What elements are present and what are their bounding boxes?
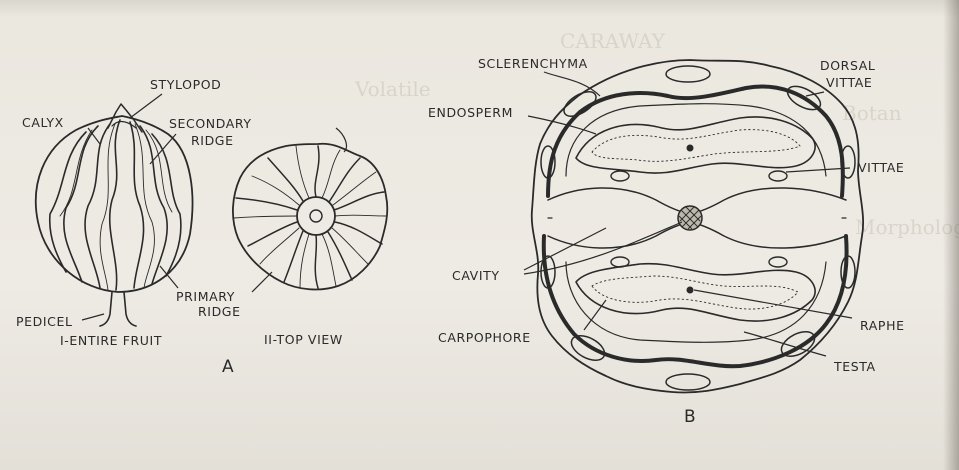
pedicel-stalk (100, 292, 136, 326)
label-vittae: VITTAE (858, 160, 904, 175)
fruit-ridges (50, 120, 181, 290)
label-sclerenchyma: SCLERENCHYMA (478, 56, 588, 71)
top-view-center-ring (297, 197, 335, 235)
label-dorsal-vittae-line1: DORSAL (820, 58, 875, 73)
caption-top-view: II-TOP VIEW (264, 332, 343, 347)
top-view-center (310, 210, 322, 222)
sclerenchyma-upper (548, 86, 843, 196)
bleed-title: CARAWAY (560, 29, 666, 53)
lower-raphe-dot (687, 287, 694, 294)
upper-endosperm-stipple (592, 130, 800, 162)
label-dorsal-vittae-line2: VITTAE (826, 75, 872, 90)
testa-upper (566, 104, 826, 176)
calyx-teeth (112, 121, 136, 128)
label-secondary-ridge-line2: RIDGE (191, 133, 234, 148)
label-stylopod: STYLOPOD (150, 77, 221, 92)
label-raphe: RAPHE (860, 318, 905, 333)
bleed-line-1: Volatile (354, 77, 431, 101)
panel-b-letter: B (684, 407, 696, 427)
label-primary-ridge-line1: PRIMARY (176, 289, 235, 304)
entire-fruit-drawing (36, 104, 193, 326)
label-endosperm: ENDOSPERM (428, 105, 513, 120)
upper-raphe-dot (687, 145, 694, 152)
sclerenchyma-lower (544, 236, 847, 366)
label-calyx: CALYX (22, 115, 64, 130)
bleed-line-2: Botan (842, 101, 902, 125)
bleed-line-3: Morphology (855, 215, 959, 239)
label-primary-ridge-line2: RIDGE (198, 304, 241, 319)
caption-entire-fruit: I-ENTIRE FRUIT (60, 333, 162, 348)
upper-endosperm-outline (576, 117, 815, 173)
label-testa: TESTA (833, 359, 876, 374)
lower-endosperm-stipple (592, 276, 798, 309)
cross-section-drawing (532, 60, 863, 393)
label-pedicel: PEDICEL (16, 314, 73, 329)
label-carpophore: CARPOPHORE (438, 330, 531, 345)
label-secondary-ridge-line1: SECONDARY (169, 116, 252, 131)
label-cavity: CAVITY (452, 268, 500, 283)
top-view-drawing (233, 128, 387, 292)
primary-ridge-leader-b (252, 272, 272, 292)
lower-endosperm-outline (576, 264, 815, 321)
panel-a-letter: A (222, 357, 234, 377)
